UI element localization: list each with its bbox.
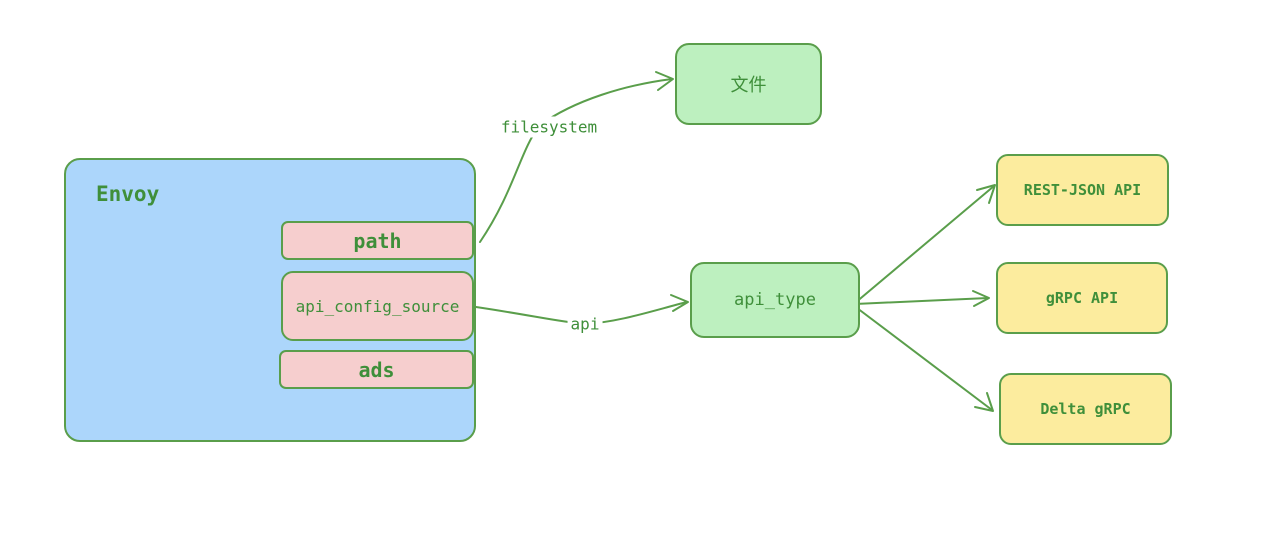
ads-field: ads bbox=[279, 350, 474, 389]
api-config-source-field: api_config_source bbox=[281, 271, 474, 341]
api-config-source-label: api_config_source bbox=[295, 296, 460, 316]
api-type-node: api_type bbox=[690, 262, 860, 338]
ads-field-label: ads bbox=[358, 357, 395, 382]
edge-apitype-to-rest bbox=[854, 185, 995, 304]
edge-label-api: api bbox=[567, 313, 603, 335]
edge-apitype-to-rest-arrowhead bbox=[976, 184, 996, 204]
edge-apitype-to-delta bbox=[856, 307, 993, 411]
delta-grpc-label: Delta gRPC bbox=[1040, 400, 1131, 418]
edge-apitype-to-grpc-arrowhead bbox=[972, 290, 990, 307]
grpc-api-node: gRPC API bbox=[996, 262, 1168, 334]
envoy-title: Envoy bbox=[96, 182, 160, 206]
edge-apitype-to-grpc bbox=[854, 297, 989, 305]
file-node: 文件 bbox=[675, 43, 822, 125]
file-node-label: 文件 bbox=[730, 75, 767, 96]
edge-path-to-file-arrowhead bbox=[655, 71, 674, 91]
path-field: path bbox=[281, 221, 474, 260]
edge-acs-to-apitype-arrowhead bbox=[670, 294, 689, 312]
edge-apitype-to-delta-arrowhead bbox=[974, 392, 994, 412]
grpc-api-label: gRPC API bbox=[1045, 289, 1119, 307]
api-type-node-label: api_type bbox=[734, 290, 816, 310]
rest-json-api-node: REST-JSON API bbox=[996, 154, 1169, 226]
rest-json-api-label: REST-JSON API bbox=[1023, 181, 1142, 199]
edge-path-to-file bbox=[479, 78, 673, 243]
edge-label-filesystem: filesystem bbox=[497, 116, 601, 138]
path-field-label: path bbox=[353, 228, 402, 253]
delta-grpc-node: Delta gRPC bbox=[999, 373, 1172, 445]
